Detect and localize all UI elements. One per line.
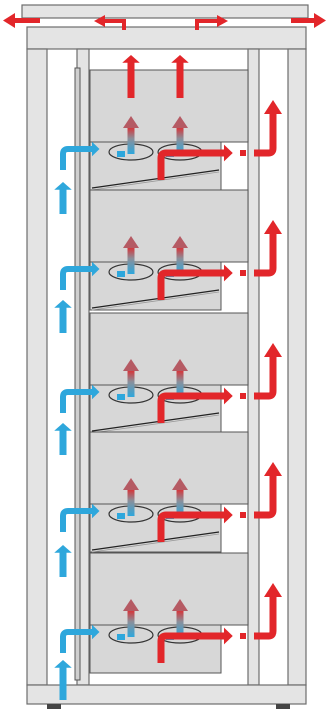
warming-airflow-arrow-icon: [123, 116, 139, 154]
inlet-plate: [74, 67, 81, 681]
cold-airflow-arrow-icon: [54, 545, 72, 577]
rack-rear-rail: [247, 48, 260, 686]
warming-airflow-arrow-icon: [172, 359, 188, 397]
rack-base: [26, 684, 307, 705]
warming-airflow-arrow-icon: [123, 236, 139, 274]
warming-airflow-arrow-icon: [172, 116, 188, 154]
cold-airflow-arrow-icon: [54, 660, 72, 700]
server-unit: [89, 312, 249, 434]
hot-airflow-arrow-icon: [157, 583, 282, 663]
hot-airflow-arrow-icon: [157, 100, 282, 180]
rack-left-post: [26, 48, 48, 686]
server-units: [74, 67, 249, 681]
warming-airflow-arrow-icon: [172, 236, 188, 274]
warming-airflow-arrow-icon: [123, 599, 139, 637]
warming-airflow-arrow-icon: [123, 359, 139, 397]
cold-airflow-arrow-icon: [60, 141, 100, 170]
server-unit: [89, 552, 249, 674]
server-unit: [89, 431, 249, 553]
cold-airflow-arrow-icon: [60, 624, 100, 653]
hot-airflow-arrow-icon: [157, 343, 282, 423]
cold-airflow-arrow-icon: [54, 423, 72, 455]
hot-airflow: [122, 55, 282, 663]
warming-airflow-arrow-icon: [172, 478, 188, 516]
exhaust-arrow-icon: [3, 13, 326, 30]
hot-airflow-arrow-icon: [157, 220, 282, 300]
rack-top-panel: [26, 26, 307, 50]
cold-airflow-arrow-icon: [54, 300, 72, 333]
cold-airflow-arrow-icon: [60, 384, 100, 413]
cold-airflow-arrow-icon: [60, 503, 100, 532]
hot-airflow-arrow-icon: [157, 462, 282, 542]
warming-airflow-arrow-icon: [123, 478, 139, 516]
rack-right-post: [287, 48, 307, 686]
server-unit: [89, 189, 249, 311]
rack-foot-right: [276, 704, 290, 709]
cold-airflow-arrow-icon: [54, 182, 72, 214]
warming-airflow-arrow-icon: [172, 599, 188, 637]
top-exhaust: [3, 13, 326, 30]
hot-airflow-arrow-icon: [171, 55, 189, 98]
hot-airflow-arrow-icon: [122, 55, 140, 98]
server-unit: [89, 69, 249, 191]
rack-foot-left: [47, 704, 61, 709]
cold-airflow-arrow-icon: [60, 261, 100, 290]
rack-top-cap: [21, 4, 309, 19]
